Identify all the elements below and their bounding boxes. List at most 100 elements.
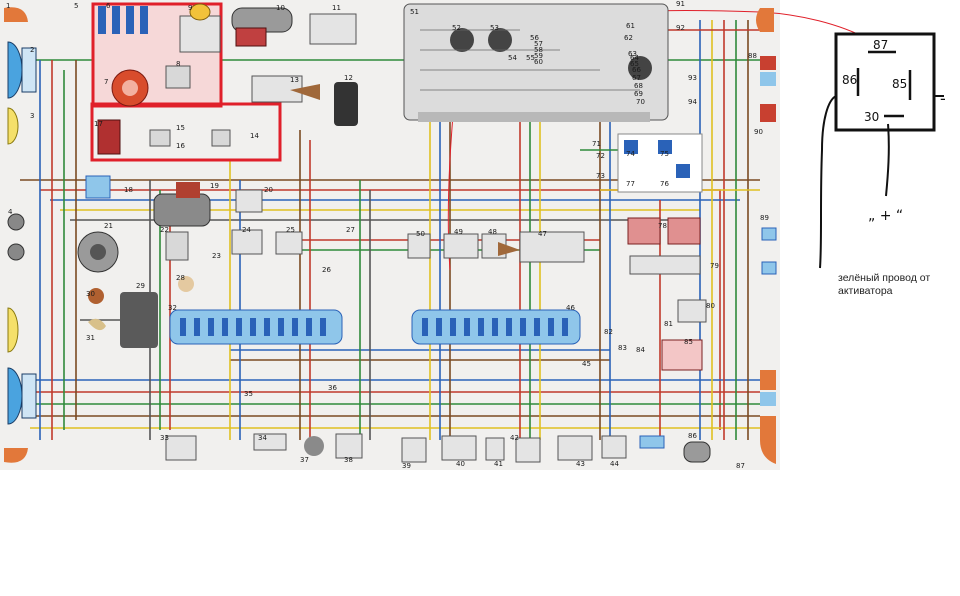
- component-number-1: 1: [6, 2, 10, 10]
- component-number-26: 26: [322, 266, 331, 274]
- component-number-71: 71: [592, 140, 601, 148]
- component-number-89: 89: [760, 214, 769, 222]
- component-number-36: 36: [328, 384, 337, 392]
- component-number-6: 6: [106, 2, 111, 10]
- minus-mark: -: [940, 89, 946, 108]
- component-number-54: 54: [508, 54, 517, 62]
- component-number-49: 49: [454, 228, 463, 236]
- component-number-68: 68: [634, 82, 643, 90]
- component-number-57: 57: [534, 40, 543, 48]
- component-number-30: 30: [86, 290, 95, 298]
- component-number-9: 9: [188, 4, 192, 12]
- component-number-70: 70: [636, 98, 645, 106]
- component-number-64: 64: [630, 54, 639, 62]
- switch-components: [407, 133, 707, 371]
- component-number-56: 56: [530, 34, 539, 42]
- component-number-50: 50: [416, 230, 425, 238]
- plus-mark: „ + “: [868, 208, 903, 224]
- component-number-45: 45: [582, 360, 591, 368]
- component-number-39: 39: [402, 462, 411, 470]
- component-number-63: 63: [628, 50, 637, 58]
- component-number-44: 44: [610, 460, 619, 468]
- bottom-connectors: [165, 433, 711, 463]
- component-number-35: 35: [244, 390, 253, 398]
- component-number-46: 46: [566, 304, 575, 312]
- component-number-67: 67: [632, 74, 641, 82]
- component-number-31: 31: [86, 334, 95, 342]
- component-number-32: 32: [168, 304, 177, 312]
- component-number-88: 88: [748, 52, 757, 60]
- component-number-58: 58: [534, 46, 543, 54]
- component-number-77: 77: [626, 180, 635, 188]
- component-number-81: 81: [664, 320, 673, 328]
- component-number-21: 21: [104, 222, 113, 230]
- component-number-24: 24: [242, 226, 251, 234]
- component-number-22: 22: [160, 226, 169, 234]
- component-number-29: 29: [136, 282, 145, 290]
- component-number-52: 52: [452, 24, 461, 32]
- component-number-47: 47: [538, 230, 547, 238]
- component-number-87: 87: [736, 462, 745, 470]
- component-number-69: 69: [634, 90, 643, 98]
- tail-lamps-right: [756, 8, 777, 464]
- component-number-55: 55: [526, 54, 535, 62]
- lead-30: [885, 123, 890, 197]
- component-number-4: 4: [8, 208, 13, 216]
- component-number-33: 33: [160, 434, 169, 442]
- component-number-62: 62: [624, 34, 633, 42]
- component-number-85: 85: [684, 338, 693, 346]
- component-number-13: 13: [290, 76, 299, 84]
- component-number-12: 12: [344, 74, 353, 82]
- instrument-cluster: [403, 3, 669, 122]
- component-number-11: 11: [332, 4, 341, 12]
- component-number-80: 80: [706, 302, 715, 310]
- component-number-83: 83: [618, 344, 627, 352]
- relay-pin-85: 85: [892, 77, 907, 91]
- relay-pin-30: 30: [864, 110, 879, 124]
- component-number-92: 92: [676, 24, 685, 32]
- component-number-61: 61: [626, 22, 635, 30]
- component-number-41: 41: [494, 460, 503, 468]
- component-number-15: 15: [176, 124, 185, 132]
- component-number-10: 10: [276, 4, 285, 12]
- component-number-76: 76: [660, 180, 669, 188]
- green-wire-annotation: зелёный провод от активатора: [838, 272, 931, 297]
- component-number-66: 66: [632, 66, 641, 74]
- component-number-43: 43: [576, 460, 585, 468]
- component-number-91: 91: [676, 0, 685, 8]
- relay-box: [834, 32, 936, 132]
- component-number-28: 28: [176, 274, 185, 282]
- component-number-40: 40: [456, 460, 465, 468]
- component-number-16: 16: [176, 142, 185, 150]
- component-number-75: 75: [660, 150, 669, 158]
- component-number-82: 82: [604, 328, 613, 336]
- component-number-20: 20: [264, 186, 273, 194]
- component-number-18: 18: [124, 186, 133, 194]
- fuse-blocks: [169, 309, 581, 345]
- component-number-53: 53: [490, 24, 499, 32]
- component-number-86: 86: [688, 432, 697, 440]
- ignition-group: [90, 2, 282, 162]
- component-number-27: 27: [346, 226, 355, 234]
- component-number-38: 38: [344, 456, 353, 464]
- relay-pin-86: 86: [842, 73, 857, 87]
- component-number-7: 7: [104, 78, 108, 86]
- engine-bay-components: [77, 7, 358, 348]
- component-number-23: 23: [212, 252, 221, 260]
- component-number-42: 42: [510, 434, 519, 442]
- relay-sketch: 87 86 85 30 - „ + “: [819, 32, 946, 269]
- component-number-72: 72: [596, 152, 605, 160]
- component-number-2: 2: [30, 46, 34, 54]
- component-number-17: 17: [94, 120, 103, 128]
- component-number-73: 73: [596, 172, 605, 180]
- relay-pin-87: 87: [873, 38, 888, 52]
- component-number-3: 3: [30, 112, 34, 120]
- component-number-5: 5: [74, 2, 78, 10]
- component-number-34: 34: [258, 434, 267, 442]
- component-number-79: 79: [710, 262, 719, 270]
- component-number-93: 93: [688, 74, 697, 82]
- component-number-51: 51: [410, 8, 419, 16]
- component-number-60: 60: [534, 58, 543, 66]
- component-number-90: 90: [754, 128, 763, 136]
